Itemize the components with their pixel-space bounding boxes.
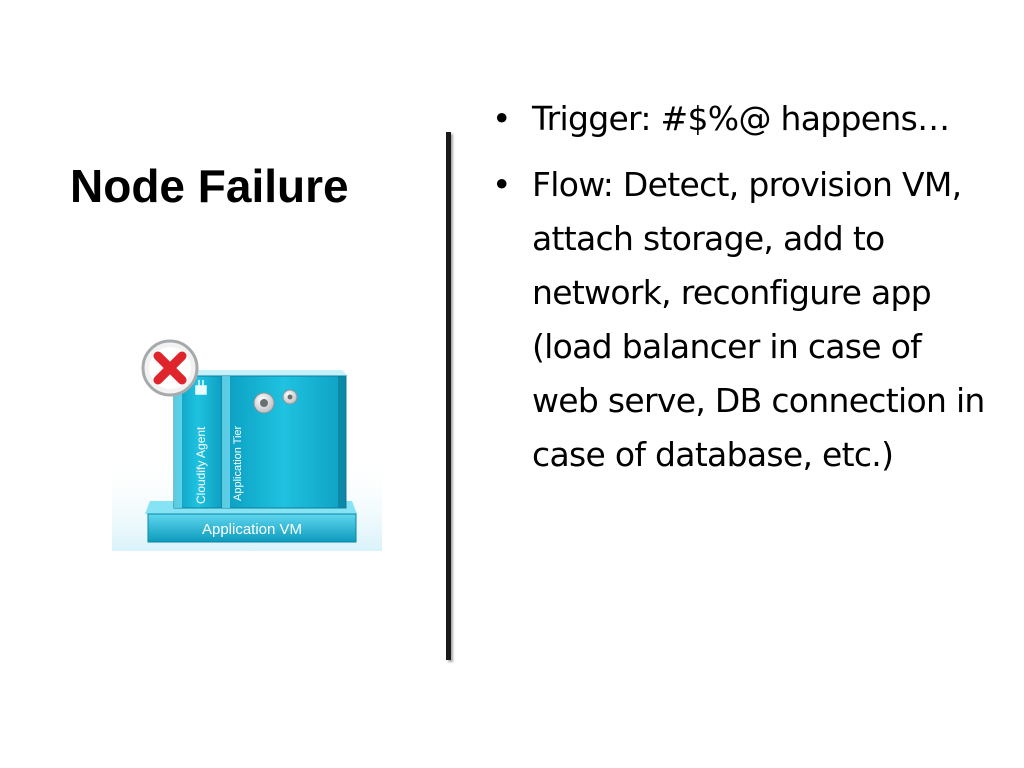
vm-base [147, 513, 357, 543]
application-vm-diagram: Application VM Cloudify Agent Applicatio… [112, 336, 382, 551]
error-x-icon [141, 339, 199, 397]
tier-label: Application Tier [232, 425, 244, 501]
agent-box-highlight [174, 376, 182, 508]
bullet-trigger: Trigger: #$%@ happens… [490, 92, 990, 146]
agent-label: Cloudify Agent [194, 426, 208, 504]
tier-box-top [178, 370, 348, 376]
bullet-flow: Flow: Detect, provision VM, attach stora… [490, 158, 990, 482]
vm-label: Application VM [202, 521, 302, 538]
bullet-list: Trigger: #$%@ happens… Flow: Detect, pro… [490, 92, 990, 494]
plug-icon [195, 380, 207, 395]
slide-title: Node Failure [70, 160, 349, 212]
tier-box-highlight [222, 376, 230, 508]
tier-box-shadow [338, 376, 346, 508]
vertical-divider [446, 132, 451, 660]
disk-icon [253, 389, 298, 414]
